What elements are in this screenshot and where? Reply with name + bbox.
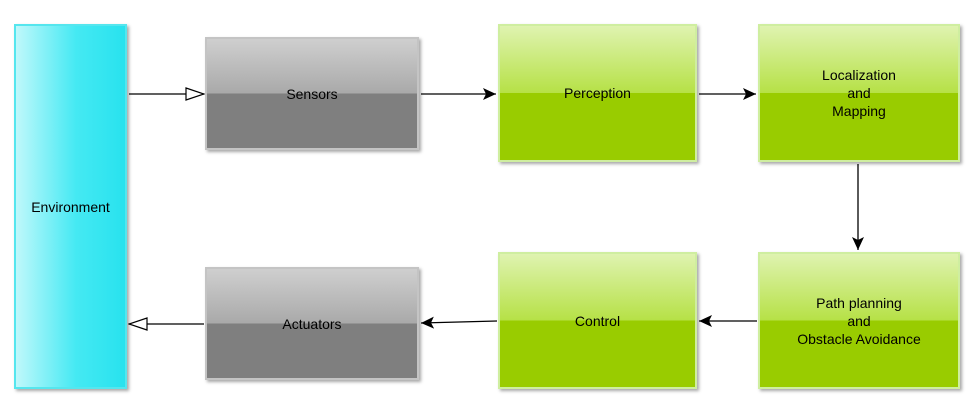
sensors-node: Sensors (205, 37, 419, 150)
path-planning-node: Path planning and Obstacle Avoidance (758, 252, 960, 389)
environment-label: Environment (31, 198, 110, 215)
perception-label: Perception (564, 85, 631, 101)
localization-mapping-label: Localization and Mapping (822, 67, 896, 119)
actuators-label: Actuators (282, 315, 342, 332)
edge-control-actuators (420, 316, 498, 329)
actuators-node: Actuators (205, 267, 419, 380)
control-label: Control (574, 312, 621, 329)
control-node: Control (498, 252, 697, 389)
perception-node: Perception (498, 24, 697, 162)
path-planning-label: Path planning and Obstacle Avoidance (797, 294, 921, 347)
localization-mapping-node: Localization and Mapping (758, 24, 960, 162)
sensors-label: Sensors (286, 85, 338, 102)
environment-node: Environment (14, 24, 127, 389)
